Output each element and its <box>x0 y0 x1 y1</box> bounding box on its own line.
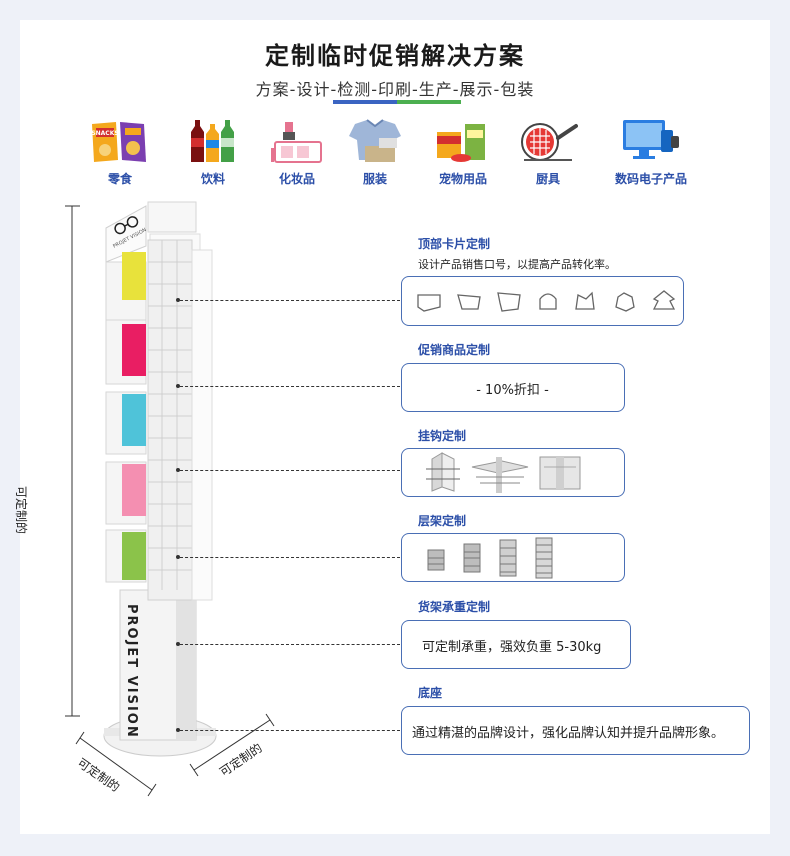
top-card-shapes-box <box>401 276 684 326</box>
snacks-icon: SNACKS <box>90 118 150 164</box>
category-clothing: 服装 <box>330 118 420 187</box>
pet-supplies-icon <box>433 118 493 164</box>
shelf-box <box>401 533 625 582</box>
hook-box <box>401 448 625 497</box>
category-drinks: 饮料 <box>168 118 258 187</box>
category-electronics: 数码电子产品 <box>606 118 696 187</box>
section-desc-top-card: 设计产品销售口号，以提高产品转化率。 <box>418 258 616 271</box>
leader-line-top-card <box>180 300 400 301</box>
base-text: 通过精湛的品牌设计，强化品牌认知并提升品牌形象。 <box>412 726 725 741</box>
page-title: 定制临时促销解决方案 <box>265 42 525 70</box>
category-label: 宠物用品 <box>438 172 487 186</box>
card-shape-6 <box>615 292 635 312</box>
hook-display-3 <box>539 456 581 490</box>
subtitle-underline-green <box>397 100 461 104</box>
glasses-icon <box>114 216 139 235</box>
leader-line-shelf <box>180 557 400 558</box>
card-shape-3 <box>497 292 521 312</box>
shelf-icon-5-tier <box>535 537 553 579</box>
base-box: 通过精湛的品牌设计，强化品牌认知并提升品牌形象。 <box>401 706 750 755</box>
section-title-hook: 挂钩定制 <box>418 429 467 443</box>
shelf-icon-3-tier <box>463 543 481 573</box>
category-label: 饮料 <box>200 172 225 186</box>
section-title-top-card: 顶部卡片定制 <box>418 237 491 251</box>
leader-line-base <box>180 730 400 731</box>
shelf-icon-4-tier <box>499 539 517 577</box>
card-shape-7 <box>652 290 676 310</box>
promo-discount-text: - 10%折扣 - <box>476 383 549 398</box>
hook-display-1 <box>426 452 460 492</box>
cosmetics-icon <box>267 118 327 164</box>
leader-line-promo <box>180 386 400 387</box>
page-subtitle: 方案-设计-检测-印刷-生产-展示-包装 <box>255 80 535 99</box>
shelf-icon-2-tier <box>427 549 445 571</box>
section-title-promo: 促销商品定制 <box>418 343 491 357</box>
subtitle-underline-blue <box>333 100 397 104</box>
category-snacks: SNACKS 零食 <box>75 118 165 187</box>
load-box: 可定制承重，强效负重 5-30kg <box>401 620 631 669</box>
card-shape-2 <box>457 294 481 310</box>
leader-line-load <box>180 644 400 645</box>
cookware-icon <box>518 118 578 164</box>
card-shape-5 <box>575 291 595 310</box>
category-label: 零食 <box>107 172 132 186</box>
section-title-base: 底座 <box>418 686 443 700</box>
leader-line-hook <box>180 470 400 471</box>
category-label: 厨具 <box>535 172 560 186</box>
category-cookware: 厨具 <box>503 118 593 187</box>
electronics-icon <box>621 118 681 164</box>
leader-dot <box>176 642 180 646</box>
category-pet-supplies: 宠物用品 <box>418 118 508 187</box>
category-label: 数码电子产品 <box>614 172 687 186</box>
category-label: 服装 <box>362 172 387 186</box>
clothing-icon <box>345 118 405 164</box>
card-shape-1 <box>417 294 441 312</box>
leader-dot <box>176 728 180 732</box>
category-label: 化妆品 <box>278 172 315 186</box>
leader-dot <box>176 298 180 302</box>
drinks-icon <box>183 118 243 164</box>
card-shape-4 <box>539 293 557 310</box>
snack-bag-text: SNACKS <box>91 130 118 137</box>
hook-display-2 <box>471 457 529 493</box>
leader-dot <box>176 555 180 559</box>
leader-dot <box>176 384 180 388</box>
section-title-load: 货架承重定制 <box>418 600 491 614</box>
leader-dot <box>176 468 180 472</box>
load-text: 可定制承重，强效负重 5-30kg <box>422 640 602 655</box>
promo-box: - 10%折扣 - <box>401 363 625 412</box>
category-cosmetics: 化妆品 <box>252 118 342 187</box>
stand-brand-text: PROJET VISION <box>124 604 139 739</box>
section-title-shelf: 层架定制 <box>418 514 467 528</box>
